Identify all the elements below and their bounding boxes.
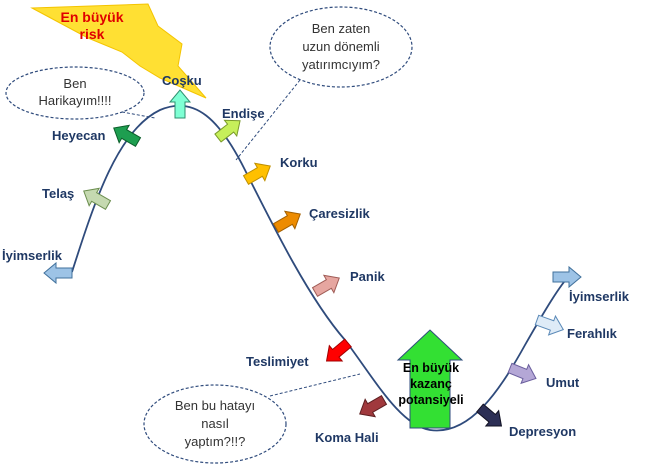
bubble-long-term-line3: yatırımcıyım? (302, 57, 380, 72)
arrow-thrill-icon (168, 89, 192, 119)
bubble-long-term-pointer (235, 79, 301, 161)
stage-haste: Telaş (42, 186, 74, 201)
stage-optimism-start: İyimserlik (2, 248, 63, 263)
stage-excitement: Heyecan (52, 128, 106, 143)
stage-coma: Koma Hali (315, 430, 379, 445)
bubble-long-term-line2: uzun dönemli (302, 39, 379, 54)
bubble-mistake-line3: yaptım?!!? (185, 434, 246, 449)
risk-lightning-bolt (30, 3, 207, 99)
arrow-capitulation-icon (325, 338, 352, 362)
potential-up-arrow (396, 329, 464, 429)
risk-label-line2: risk (80, 26, 105, 42)
stage-desperation: Çaresizlik (309, 206, 370, 221)
arrow-optimism-end-icon (552, 265, 582, 289)
bubble-mistake-line1: Ben bu hatayı (175, 398, 255, 413)
stage-capitulation: Teslimiyet (246, 354, 309, 369)
stage-anxiety: Endişe (222, 106, 265, 121)
arrow-hope-icon (507, 362, 537, 385)
risk-label-line1: En büyük (60, 9, 123, 25)
stage-optimism-end: İyimserlik (569, 289, 630, 304)
arrow-desperation-icon (272, 210, 301, 234)
arrow-fear-icon (242, 162, 271, 186)
potential-label-line1: En büyük (403, 361, 459, 375)
stage-relief: Ferahlık (567, 326, 618, 341)
arrow-depression-icon (476, 403, 503, 427)
bubble-great-line2: Harikayım!!!! (39, 93, 112, 108)
market-cycle-curve (71, 104, 571, 432)
potential-label-line2: kazanç (410, 377, 452, 391)
arrow-anxiety-icon (214, 119, 241, 143)
bubble-great (5, 66, 145, 120)
bubble-great-line1: Ben (63, 76, 86, 91)
bubble-long-term-line1: Ben zaten (312, 21, 371, 36)
arrow-panic-icon (311, 274, 340, 298)
stage-hope: Umut (546, 375, 580, 390)
stage-panic: Panik (350, 269, 385, 284)
arrow-optimism-start-icon (43, 261, 73, 285)
stage-depression: Depresyon (509, 424, 576, 439)
arrow-excitement-icon (113, 124, 142, 148)
bubble-mistake-line2: nasıl (201, 416, 229, 431)
arrow-coma-icon (359, 394, 388, 418)
bubble-mistake (143, 384, 287, 464)
potential-label-line3: potansiyeli (398, 393, 463, 407)
stage-thrill: Coşku (162, 73, 202, 88)
bubble-great-pointer (121, 111, 156, 119)
bubble-long-term (269, 6, 413, 88)
stage-fear: Korku (280, 155, 318, 170)
arrow-relief-icon (534, 314, 565, 336)
bubble-mistake-pointer (269, 373, 361, 397)
arrow-haste-icon (83, 187, 112, 211)
